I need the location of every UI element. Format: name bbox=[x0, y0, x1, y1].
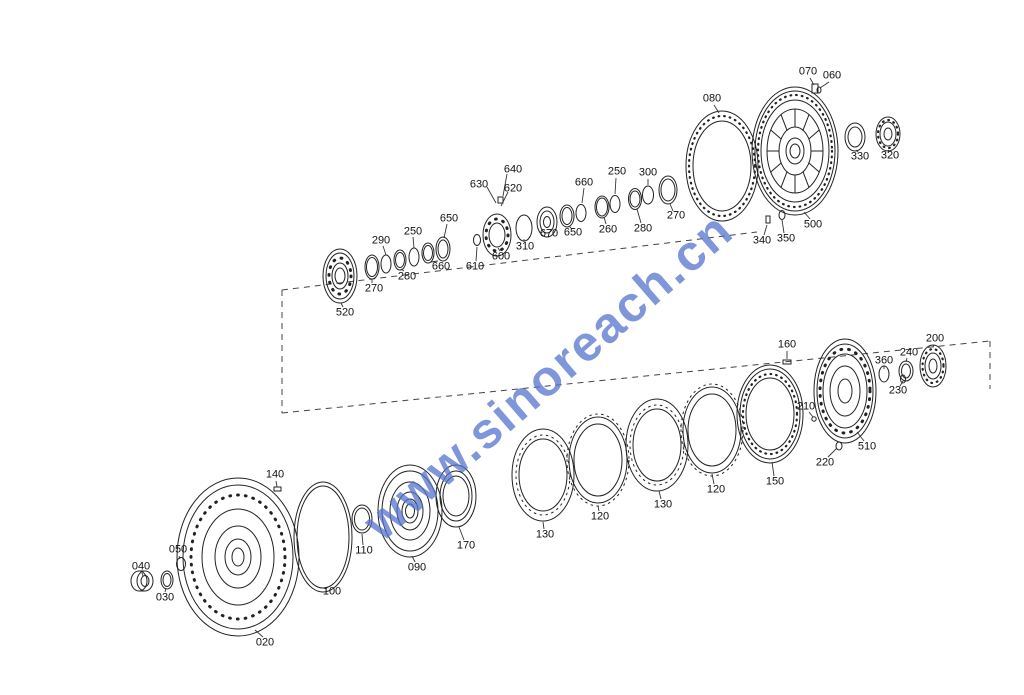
part-660-ring-left bbox=[422, 243, 434, 263]
part-290-shim bbox=[381, 255, 391, 273]
part-300-ring bbox=[643, 186, 654, 204]
part-670-gear bbox=[537, 207, 557, 237]
leader-line-630 bbox=[487, 187, 496, 203]
part-320-flange bbox=[876, 117, 900, 151]
part-520-ball-bearing bbox=[323, 249, 357, 303]
leader-line-250 bbox=[413, 237, 414, 248]
leader-line-120 bbox=[712, 474, 714, 484]
leader-line-100 bbox=[325, 586, 330, 589]
leader-line-020 bbox=[255, 630, 263, 637]
leader-line-270 bbox=[670, 204, 673, 211]
part-640-pin bbox=[498, 197, 503, 203]
leader-line-320 bbox=[888, 150, 889, 151]
leader-line-130 bbox=[659, 491, 661, 499]
part-120-clutch-plate-outer-1 bbox=[567, 414, 629, 506]
leader-line-150 bbox=[772, 462, 774, 476]
leader-line-090 bbox=[412, 556, 415, 562]
leader-line-120 bbox=[598, 506, 599, 511]
part-070-060-bolt-washer bbox=[812, 84, 821, 93]
part-600-needle-bearing bbox=[483, 214, 511, 256]
part-270-ring-left bbox=[365, 255, 379, 279]
part-240-ring bbox=[899, 361, 913, 381]
leader-line-640 bbox=[503, 174, 507, 196]
leader-line-210 bbox=[809, 412, 813, 417]
part-660-ring-mid bbox=[576, 205, 586, 222]
part-090-pump-hub bbox=[378, 465, 442, 557]
leader-line-620 bbox=[501, 192, 508, 206]
leader-line-650 bbox=[444, 224, 447, 238]
part-150-pressure-ring bbox=[737, 365, 803, 463]
leader-line-660 bbox=[431, 261, 438, 262]
part-650-ring-left bbox=[436, 237, 450, 261]
part-160-bolt bbox=[783, 360, 791, 364]
leader-line-290 bbox=[383, 246, 386, 255]
part-250-ring-left bbox=[409, 248, 419, 266]
part-500-converter-turbine bbox=[752, 87, 838, 215]
leader-line-110 bbox=[362, 534, 363, 545]
part-650-ring-mid bbox=[560, 205, 574, 227]
part-120-clutch-plate-outer-2 bbox=[681, 384, 743, 476]
part-170-bearing-ring bbox=[436, 465, 476, 527]
leader-line-230 bbox=[900, 381, 903, 386]
leader-line-050 bbox=[179, 556, 180, 559]
part-340-bolt bbox=[766, 216, 770, 223]
leader-line-510 bbox=[857, 432, 864, 441]
part-030-ring bbox=[161, 571, 173, 589]
part-280-ring-mid bbox=[629, 189, 642, 210]
leader-line-600 bbox=[498, 248, 500, 251]
leader-line-240 bbox=[906, 358, 907, 362]
leader-line-080 bbox=[714, 105, 719, 113]
part-130-clutch-plate-inner-1 bbox=[512, 429, 574, 521]
part-210-pin bbox=[812, 417, 816, 421]
part-270-ring-right bbox=[659, 176, 677, 204]
leader-line-130 bbox=[543, 522, 544, 529]
leader-line-070 bbox=[810, 78, 814, 85]
construction-dashed-lines bbox=[282, 232, 990, 413]
leader-line-030 bbox=[165, 588, 166, 592]
part-230-washer bbox=[901, 375, 906, 383]
leader-line-040 bbox=[142, 573, 143, 576]
part-200-output-flange bbox=[920, 345, 946, 387]
part-050-snap-ring bbox=[177, 558, 186, 571]
leader-line-350 bbox=[782, 220, 784, 233]
leader-line-500 bbox=[804, 212, 810, 219]
part-610-snap-ring bbox=[474, 235, 481, 246]
part-510-clutch-drum bbox=[814, 339, 876, 443]
part-110-ring bbox=[352, 505, 372, 533]
leader-line-280 bbox=[401, 269, 404, 271]
leader-line-060 bbox=[820, 82, 829, 88]
leader-line-520 bbox=[341, 303, 343, 307]
part-020-converter-housing bbox=[177, 478, 299, 636]
part-310-snap-ring bbox=[516, 215, 532, 241]
leader-line-340 bbox=[764, 225, 767, 235]
part-100-gasket-ring bbox=[294, 482, 352, 592]
leader-line-280 bbox=[637, 209, 641, 223]
leader-line-610 bbox=[476, 247, 477, 261]
part-250-ring-mid bbox=[610, 196, 620, 213]
part-140-bolt bbox=[274, 487, 281, 491]
part-220-snap-ring bbox=[836, 442, 842, 450]
leader-line-170 bbox=[459, 527, 464, 540]
part-280-ring-left bbox=[394, 250, 406, 270]
part-260-ring bbox=[595, 196, 609, 218]
leader-line-330 bbox=[856, 150, 858, 152]
leader-line-220 bbox=[828, 448, 837, 457]
leader-line-660 bbox=[582, 188, 584, 203]
leader-line-250 bbox=[615, 178, 616, 194]
leader-line-260 bbox=[604, 217, 606, 224]
part-130-clutch-plate-inner-2 bbox=[626, 399, 688, 491]
leader-line-140 bbox=[276, 481, 277, 487]
part-040-bushing bbox=[131, 571, 153, 591]
part-350-washer bbox=[779, 211, 785, 220]
part-330-ring bbox=[845, 123, 865, 151]
leader-line-650 bbox=[569, 226, 571, 228]
part-080-flex-plate-ring bbox=[686, 111, 758, 221]
leader-line-200 bbox=[933, 345, 934, 347]
leader-lines bbox=[142, 78, 934, 637]
